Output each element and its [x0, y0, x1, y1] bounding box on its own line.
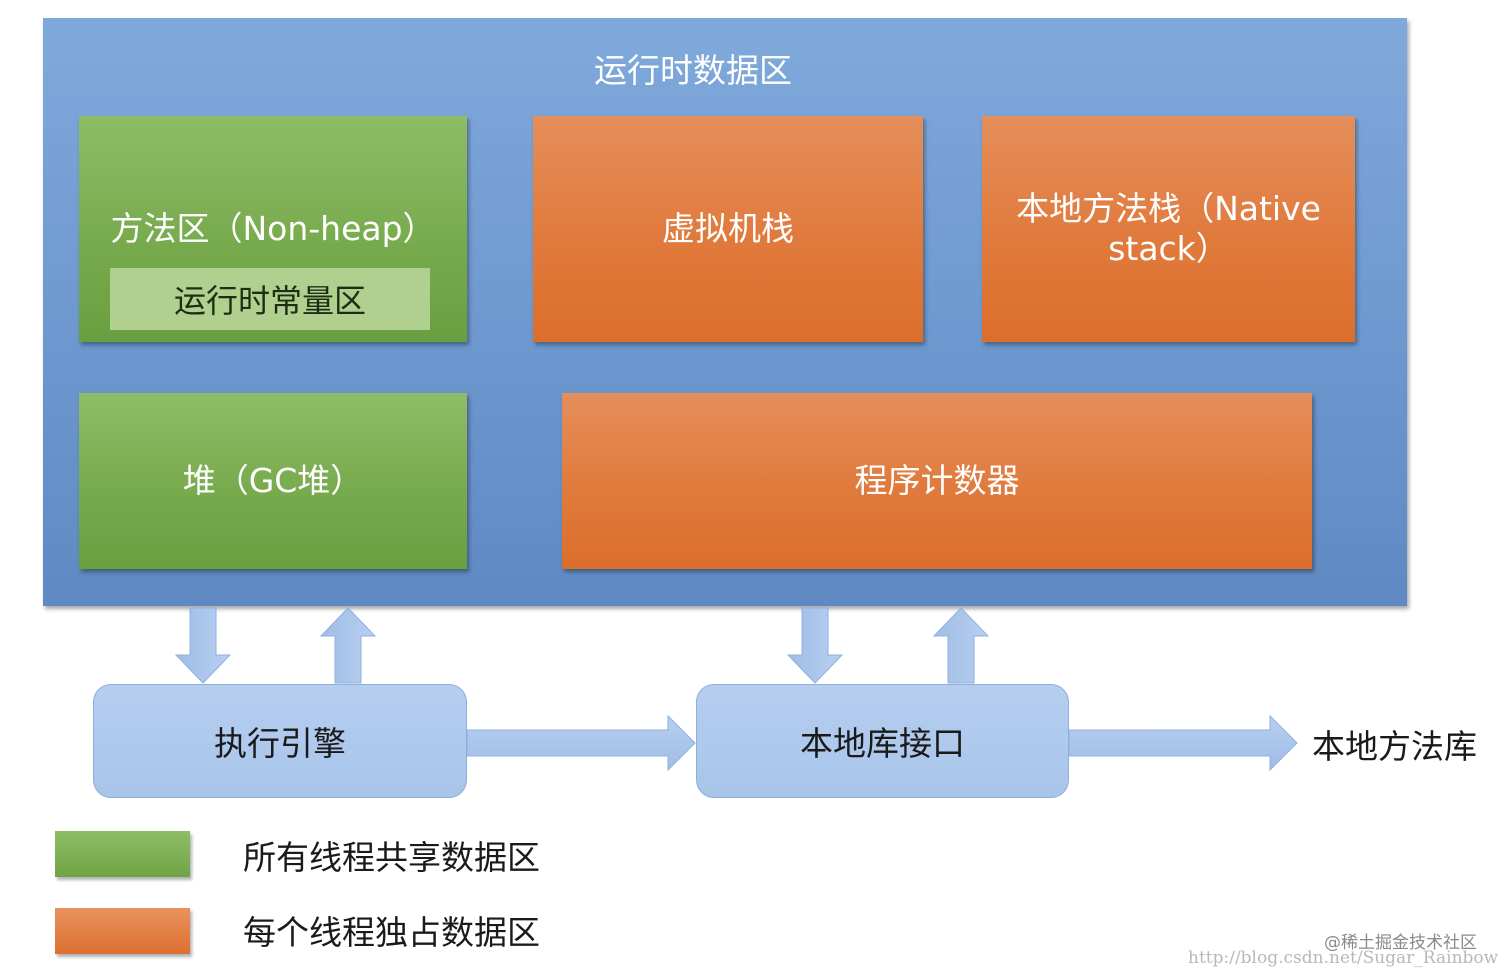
execution-engine-box: 执行引擎	[93, 684, 467, 798]
execution-engine-label: 执行引擎	[214, 724, 346, 763]
arrow-right-icon	[466, 714, 696, 772]
arrow-up-icon	[319, 607, 377, 684]
native-method-library-label: 本地方法库	[1312, 727, 1477, 766]
runtime-constant-pool-box: 运行时常量区	[110, 268, 430, 330]
arrow-down-icon	[786, 607, 844, 684]
program-counter-box: 程序计数器	[562, 393, 1312, 569]
runtime-data-area-title: 运行时数据区	[594, 51, 792, 90]
arrow-up-icon	[932, 607, 990, 684]
vm-stack-label: 虚拟机栈	[662, 209, 794, 248]
program-counter-label: 程序计数器	[854, 461, 1020, 500]
method-area-label: 方法区（Non-heap）	[110, 209, 436, 248]
native-method-stack-label: 本地方法栈（Native stack）	[1016, 189, 1321, 268]
juejin-watermark: @稀土掘金技术社区	[1324, 933, 1477, 953]
csdn-watermark: http://blog.csdn.net/Sugar_Rainbow	[1188, 948, 1499, 968]
native-method-stack-box: 本地方法栈（Native stack）	[982, 116, 1355, 342]
native-interface-box: 本地库接口	[696, 684, 1069, 798]
legend-private-swatch	[55, 908, 190, 954]
heap-box: 堆（GC堆）	[79, 393, 467, 569]
vm-stack-box: 虚拟机栈	[533, 116, 923, 342]
arrow-right-icon	[1068, 714, 1298, 772]
legend-private-label: 每个线程独占数据区	[243, 913, 540, 952]
arrow-down-icon	[174, 607, 232, 684]
heap-label: 堆（GC堆）	[182, 461, 364, 500]
native-interface-label: 本地库接口	[800, 724, 965, 763]
legend-shared-swatch	[55, 831, 190, 877]
legend-shared-label: 所有线程共享数据区	[243, 838, 540, 877]
